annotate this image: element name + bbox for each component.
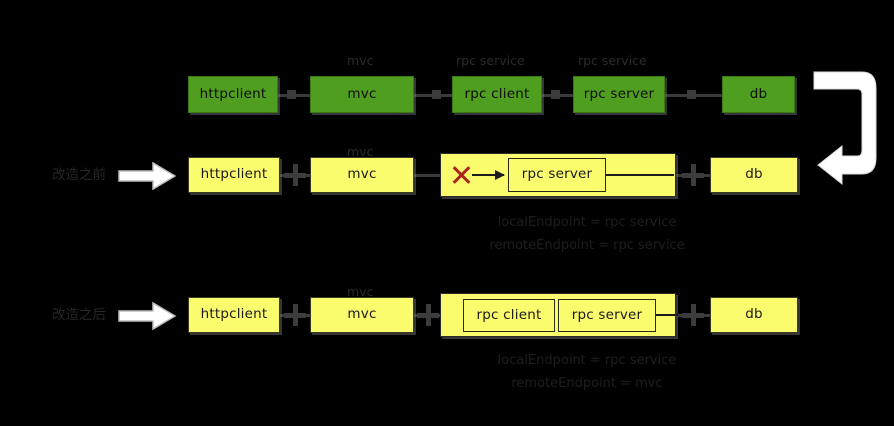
caption-row2-mvc: mvc <box>347 144 374 159</box>
blocked-cross-icon <box>450 164 472 186</box>
node-label: httpclient <box>199 85 267 102</box>
stage-label-after: 改造之后 <box>52 307 106 323</box>
node-label: mvc <box>347 306 377 323</box>
stage-arrow-before <box>117 161 177 191</box>
node-label: db <box>749 85 768 102</box>
node-label: httpclient <box>200 166 268 183</box>
caption-row1-rpc-service-client: rpc service <box>456 53 525 68</box>
node-row1-db[interactable]: db <box>722 76 795 113</box>
connector-row2-2 <box>414 174 440 177</box>
plus-row3-3 <box>682 304 704 326</box>
plus-row3-1 <box>284 304 306 326</box>
connector-joint-row1-4 <box>687 90 696 99</box>
node-row3-rpc-server[interactable]: rpc server <box>558 299 656 332</box>
node-label: rpc server <box>521 166 593 183</box>
endpoint-note-row3-remote: remoteEndpoint = mvc <box>511 376 663 391</box>
loopback-arrow <box>812 62 884 186</box>
stage-label-before: 改造之前 <box>52 167 106 183</box>
node-label: rpc server <box>571 306 643 323</box>
node-row1-rpc-server[interactable]: rpc server <box>573 76 665 113</box>
node-row1-rpc-client[interactable]: rpc client <box>452 76 542 113</box>
node-label: rpc client <box>476 306 542 323</box>
node-row2-mvc[interactable]: mvc <box>310 157 414 193</box>
node-row3-rpc-client[interactable]: rpc client <box>463 299 555 332</box>
arrow-row2-into-rpc-server <box>472 170 505 180</box>
node-row3-httpclient[interactable]: httpclient <box>188 297 280 333</box>
connector-joint-row1-1 <box>287 90 296 99</box>
node-label: mvc <box>347 85 377 102</box>
node-row1-mvc[interactable]: mvc <box>310 76 414 113</box>
node-row2-rpc-server[interactable]: rpc server <box>508 158 606 192</box>
line-row3-rpc-server-out <box>656 314 678 316</box>
caption-row1-mvc: mvc <box>347 53 374 68</box>
line-row2-rpc-server-out <box>606 174 674 176</box>
node-row3-db[interactable]: db <box>710 297 798 333</box>
endpoint-note-row3-local: localEndpoint = rpc service <box>497 353 677 368</box>
node-row3-mvc[interactable]: mvc <box>310 297 414 333</box>
endpoint-note-row2-remote: remoteEndpoint = rpc service <box>489 238 685 253</box>
node-label: mvc <box>347 166 377 183</box>
connector-joint-row1-2 <box>432 90 441 99</box>
node-label: rpc client <box>464 85 530 102</box>
caption-row3-mvc: mvc <box>347 284 374 299</box>
plus-row2-1 <box>284 164 306 186</box>
node-label: rpc server <box>583 85 655 102</box>
plus-row2-2 <box>682 164 704 186</box>
caption-row1-rpc-service-server: rpc service <box>578 53 647 68</box>
node-label: httpclient <box>200 306 268 323</box>
node-row1-httpclient[interactable]: httpclient <box>188 76 278 113</box>
plus-row3-2 <box>417 304 439 326</box>
node-label: db <box>745 306 763 323</box>
node-row2-httpclient[interactable]: httpclient <box>188 157 280 193</box>
endpoint-note-row2-local: localEndpoint = rpc service <box>497 215 677 230</box>
node-row2-db[interactable]: db <box>710 157 798 193</box>
stage-arrow-after <box>117 301 177 331</box>
connector-joint-row1-3 <box>551 90 560 99</box>
node-label: db <box>745 166 763 183</box>
